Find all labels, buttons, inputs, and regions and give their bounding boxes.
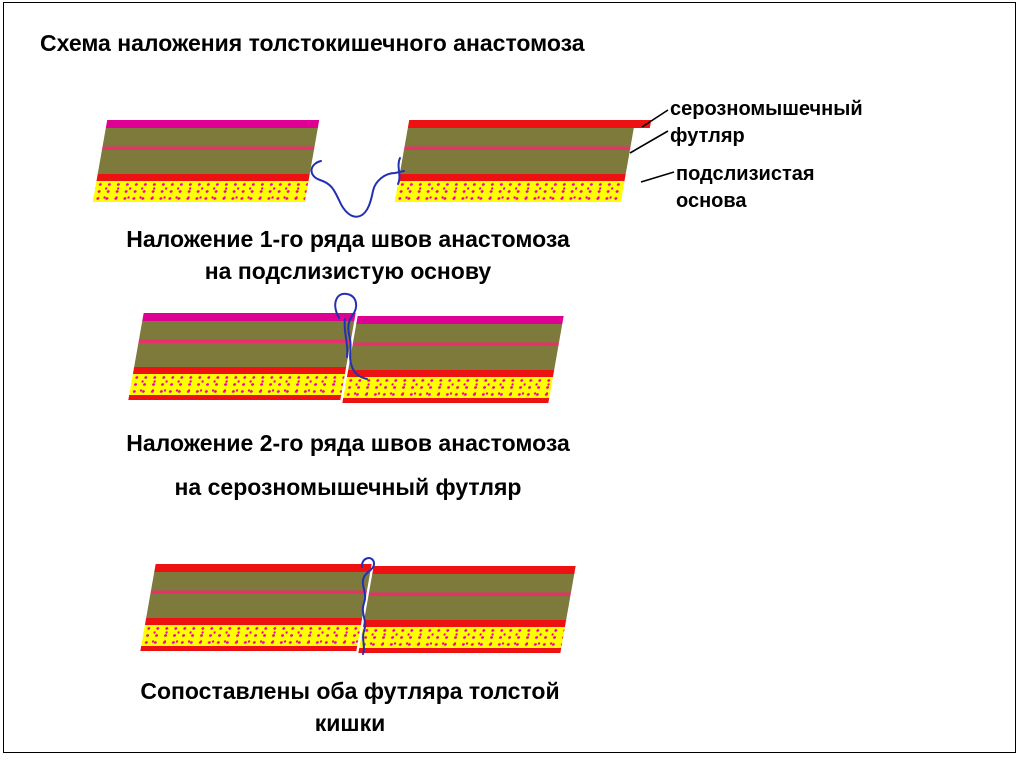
label-submucosa-line1: подслизистая: [676, 163, 815, 185]
label-submucosa: подслизистая основа: [676, 161, 815, 215]
label-submucosa-line2: основа: [676, 190, 747, 212]
serosa-layer: [142, 313, 356, 321]
mucosa-line: [358, 648, 562, 653]
muscle-layer: [348, 324, 563, 370]
mucosa-line: [342, 398, 550, 403]
muscularis-line: [96, 174, 310, 181]
serosa-layer: [372, 566, 576, 574]
step1-bowel-segment-right: [394, 120, 652, 202]
step2-bowel-segment-right: [342, 316, 564, 403]
serosa-layer: [407, 120, 652, 128]
slide-border: [3, 2, 1016, 753]
step2-caption-line2: на серозномышечный футляр: [174, 474, 522, 500]
step2-caption-line1: Наложение 2-го ряда швов анастомоза: [126, 430, 570, 456]
submucosa-layer: [129, 374, 345, 395]
step1-bowel-segment-left: [92, 120, 320, 202]
step1-caption-line2: на подслизистую основу: [204, 258, 492, 284]
submucosa-layer: [92, 181, 309, 202]
submucosa-layer: [394, 181, 625, 202]
serosa-layer: [356, 316, 564, 324]
step3-caption-line1: Сопоставлены оба футляра толстой: [140, 678, 560, 704]
muscle-layer: [134, 321, 355, 367]
serosa-layer: [154, 564, 372, 572]
label-seromuscular: серозномышечный футляр: [670, 96, 863, 150]
muscle-layer: [399, 128, 634, 174]
page-title: Схема наложения толстокишечного анастомо…: [40, 30, 585, 56]
step3-bowel-segment-right: [358, 566, 576, 653]
step1-caption-line1: Наложение 1-го ряда швов анастомоза: [126, 226, 570, 252]
mucosa-line: [128, 395, 342, 400]
submucosa-layer: [359, 627, 565, 648]
serosa-layer: [105, 120, 320, 128]
muscularis-line: [362, 620, 567, 627]
muscularis-line: [132, 367, 347, 374]
submucosa-layer: [343, 377, 553, 398]
step3-bowel-segment-left: [140, 564, 372, 651]
muscle-layer: [364, 574, 575, 620]
label-seromuscular-line2: футляр: [670, 125, 745, 147]
muscularis-line: [144, 618, 363, 625]
step3-caption-line2: кишки: [314, 710, 386, 736]
mucosa-line: [140, 646, 358, 651]
muscle-layer: [97, 128, 318, 174]
muscularis-line: [346, 370, 555, 377]
step2-bowel-segment-left: [128, 313, 356, 400]
label-seromuscular-line1: серозномышечный: [670, 98, 863, 120]
muscularis-line: [398, 174, 626, 181]
muscle-layer: [146, 572, 371, 618]
submucosa-layer: [141, 625, 361, 646]
